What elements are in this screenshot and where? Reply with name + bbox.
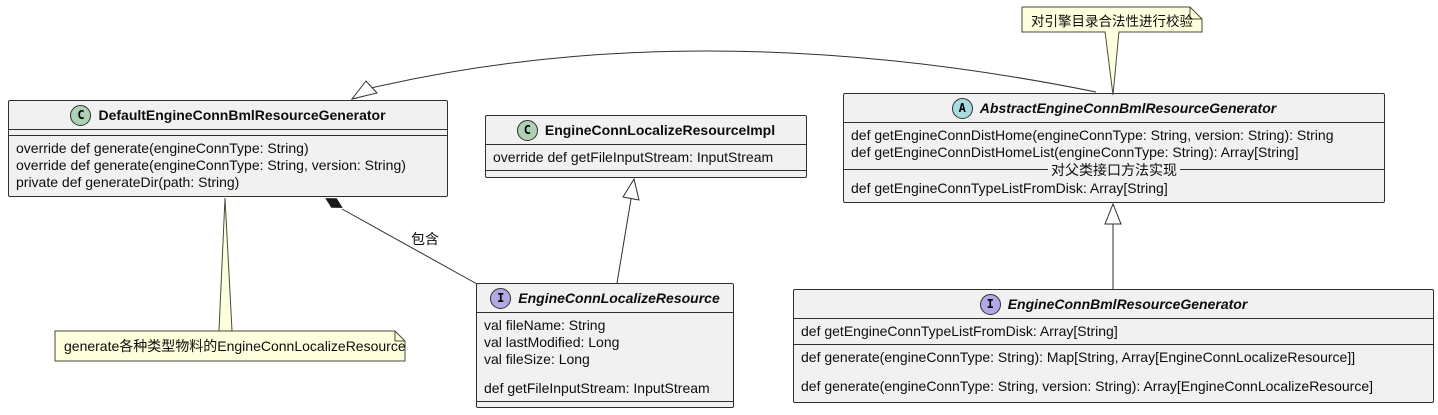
interface-title-bar: I EngineConnBmlResourceGenerator — [794, 290, 1433, 319]
method-line: def generate(engineConnType: String, ver… — [801, 378, 1373, 394]
interface-title-bar: I EngineConnLocalizeResource — [477, 284, 733, 313]
method-separator-label: 对父类接口方法实现 — [1051, 161, 1177, 178]
inheritance-arrow-icon — [1104, 202, 1122, 225]
inheritance-edge-curved — [370, 50, 1097, 93]
methods-compartment: def getEngineConnDistHome(engineConnType… — [844, 123, 1384, 163]
fields-compartment-empty — [9, 130, 447, 136]
class-badge-icon: C — [70, 104, 92, 126]
inheritance-arrow-icon — [622, 177, 640, 201]
inheritance-arrow-icon — [350, 80, 378, 100]
method-separator: 对父类接口方法实现 — [844, 162, 1384, 178]
class-title: DefaultEngineConnBmlResourceGenerator — [98, 107, 386, 123]
methods-compartment: def getEngineConnTypeListFromDisk: Array… — [844, 176, 1384, 201]
blank-line — [801, 366, 1426, 378]
method-line: def getEngineConnDistHome(engineConnType… — [851, 127, 1334, 143]
methods-compartment: def getEngineConnTypeListFromDisk: Array… — [794, 319, 1433, 345]
members-compartment: val fileName: String val lastModified: L… — [477, 313, 733, 402]
interface-node-engine-conn-localize-resource: I EngineConnLocalizeResource val fileNam… — [476, 283, 734, 408]
note-bottom-left: generate各种类型物料的EngineConnLocalizeResourc… — [64, 338, 406, 354]
methods-compartment: override def generate(engineConnType: St… — [9, 136, 447, 195]
field-line: val fileSize: Long — [484, 351, 590, 367]
interface-title: EngineConnLocalizeResource — [518, 290, 720, 306]
methods-compartment: def generate(engineConnType: String): Ma… — [794, 345, 1433, 399]
method-line: def getEngineConnTypeListFromDisk: Array… — [801, 323, 1118, 339]
interface-badge-icon: I — [490, 287, 512, 309]
interface-badge-icon: I — [979, 293, 1001, 315]
method-line: def getEngineConnDistHomeList(engineConn… — [851, 144, 1299, 160]
method-line: override def generate(engineConnType: St… — [16, 157, 406, 173]
class-title: AbstractEngineConnBmlResourceGenerator — [979, 100, 1277, 116]
class-node-default-engine-conn-bml-resource-generator: C DefaultEngineConnBmlResourceGenerator … — [8, 100, 448, 197]
field-line: val fileName: String — [484, 317, 606, 333]
composition-edge — [341, 208, 478, 285]
method-line: override def generate(engineConnType: St… — [16, 140, 309, 156]
class-node-abstract-engine-conn-bml-resource-generator: A AbstractEngineConnBmlResourceGenerator… — [843, 93, 1385, 203]
method-line: def generate(engineConnType: String): Ma… — [801, 349, 1356, 365]
note-connector-top — [1104, 31, 1120, 96]
class-badge-icon: C — [516, 119, 538, 141]
method-line: override def getFileInputStream: InputSt… — [493, 149, 774, 165]
note-top: 对引擎目录合法性进行校验 — [1031, 13, 1193, 29]
method-line: def getFileInputStream: InputStream — [484, 380, 710, 396]
class-node-engine-conn-localize-resource-impl: C EngineConnLocalizeResourceImpl overrid… — [485, 115, 807, 178]
class-title-bar: A AbstractEngineConnBmlResourceGenerator — [844, 94, 1384, 123]
method-line: private def generateDir(path: String) — [16, 174, 240, 190]
composition-edge-label: 包含 — [411, 231, 439, 247]
methods-compartment: override def getFileInputStream: InputSt… — [486, 145, 806, 171]
blank-line — [484, 368, 726, 380]
interface-node-engine-conn-bml-resource-generator: I EngineConnBmlResourceGenerator def get… — [793, 289, 1434, 403]
class-title-bar: C EngineConnLocalizeResourceImpl — [486, 116, 806, 145]
empty-compartment — [486, 171, 806, 177]
interface-title: EngineConnBmlResourceGenerator — [1007, 296, 1248, 312]
class-title-bar: C DefaultEngineConnBmlResourceGenerator — [9, 101, 447, 130]
note-connector-bottom — [218, 197, 233, 331]
class-title: EngineConnLocalizeResourceImpl — [544, 122, 776, 138]
method-line: def getEngineConnTypeListFromDisk: Array… — [851, 180, 1168, 196]
abstract-badge-icon: A — [951, 97, 973, 119]
inheritance-edge-localize — [616, 198, 632, 284]
empty-compartment — [477, 402, 733, 408]
field-line: val lastModified: Long — [484, 334, 620, 350]
